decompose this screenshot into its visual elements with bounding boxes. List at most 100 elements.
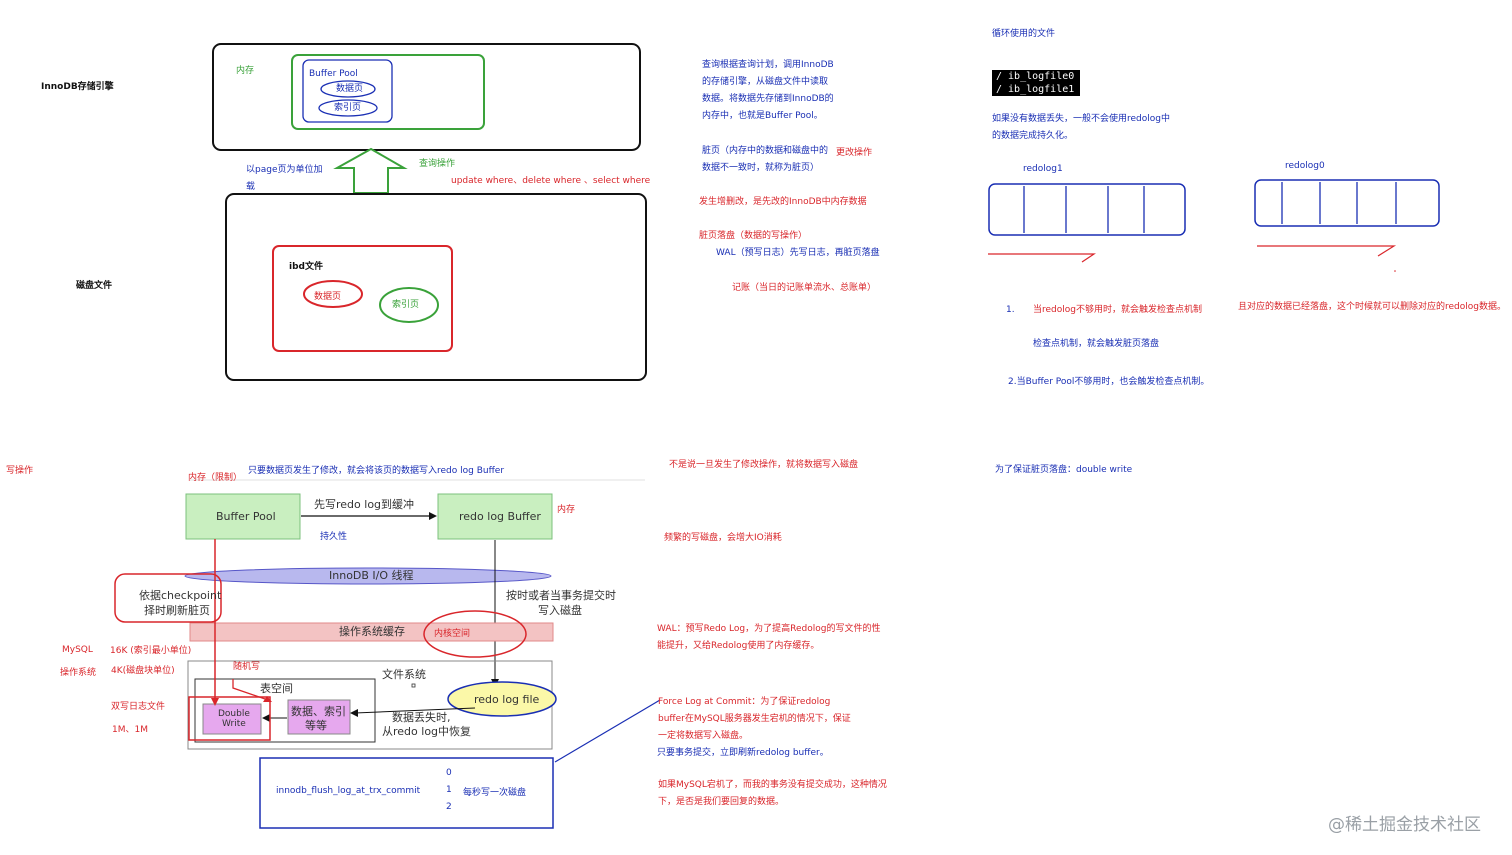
os-unit-label: 4K(磁盘块单位) bbox=[111, 666, 175, 676]
query-flow-line-3: 数据。将数据先存储到InnoDB的 bbox=[702, 94, 834, 104]
disk-data-page-label: 数据页 bbox=[314, 292, 342, 302]
tablespace-label: 表空间 bbox=[260, 682, 293, 695]
flush-param-box bbox=[259, 757, 554, 829]
data-loss-line-1: 数据丢失时, bbox=[392, 711, 451, 724]
crud-note: 发生增删改，是先改的InnoDB中内存数据 bbox=[699, 197, 867, 207]
data-loss-line-2: 从redo log中恢复 bbox=[382, 725, 472, 738]
flush-option-2: 2 bbox=[446, 802, 452, 812]
buffer-pool-text: Buffer Pool bbox=[216, 510, 276, 523]
data-index-box bbox=[287, 699, 351, 735]
index-page-ellipse bbox=[318, 99, 378, 117]
force-log-line-1: Force Log at Commit：为了保证redolog bbox=[658, 697, 831, 707]
random-write-label: 随机写 bbox=[233, 662, 261, 672]
index-page-label: 索引页 bbox=[334, 103, 362, 113]
memory-box bbox=[212, 43, 641, 151]
redo-log-buffer-text: redo log Buffer bbox=[459, 510, 541, 523]
data-page-ellipse bbox=[320, 80, 376, 98]
write-op-label: 写操作 bbox=[6, 466, 34, 476]
tablespace-box bbox=[194, 678, 376, 743]
checkpoint-flush: 检查点机制，就会触发脏页落盘 bbox=[1033, 339, 1160, 349]
commit-line-b: 写入磁盘 bbox=[538, 604, 582, 617]
update-ops-label: update where、delete where 、select where bbox=[451, 176, 651, 186]
redo-log-buffer-box bbox=[437, 493, 553, 540]
os-cache-bar bbox=[189, 622, 554, 642]
query-flow-line-1: 查询根据查询计划，调用InnoDB bbox=[702, 60, 834, 70]
memory-tag: 内存 bbox=[557, 505, 576, 515]
buffer-pool-green-box bbox=[291, 54, 485, 130]
buffer-pool-box bbox=[185, 493, 301, 540]
persist-line-1: 如果没有数据丢失，一般不会使用redolog中 bbox=[992, 114, 1170, 124]
modify-note: 只要数据页发生了修改，就会将该页的数据写入redo log Buffer bbox=[248, 466, 505, 476]
checkpoint-line-b: 择时刷新脏页 bbox=[144, 604, 210, 617]
disk-data-page-ellipse bbox=[303, 280, 363, 308]
frequent-io-note: 频繁的写磁盘，会增大IO消耗 bbox=[664, 533, 782, 543]
double-write-highlight bbox=[188, 696, 271, 741]
redolog0-direction-arrow bbox=[1257, 245, 1397, 257]
double-write-box bbox=[202, 703, 262, 735]
crash-note-line-1: 如果MySQL宕机了，而我的事务没有提交成功，这种情况 bbox=[658, 780, 887, 790]
disk-index-page-label: 索引页 bbox=[392, 300, 420, 310]
redolog0-label: redolog0 bbox=[1285, 161, 1325, 171]
redolog1-direction-arrow bbox=[988, 253, 1096, 263]
ledger-note: 记账（当日的记账单流水、总账单） bbox=[732, 283, 877, 293]
checkpoint-line-2: 2.当Buffer Pool不够用时，也会触发检查点机制。 bbox=[1008, 377, 1210, 387]
redolog0-box bbox=[1254, 179, 1440, 227]
disk-file-label: 磁盘文件 bbox=[76, 281, 113, 291]
force-log-line-2: buffer在MySQL服务器发生宕机的情况下，保证 bbox=[658, 714, 851, 724]
data-page-label: 数据页 bbox=[336, 84, 364, 94]
wal-note-line-1: WAL：预写Redo Log，为了提高Redolog的写文件的性 bbox=[657, 624, 881, 634]
double-write-note: 为了保证脏页落盘：double write bbox=[995, 465, 1133, 475]
wal-line: WAL（预写日志）先写日志，再脏页落盘 bbox=[716, 248, 880, 258]
dirty-page-line-1: 脏页（内存中的数据和磁盘中的 bbox=[702, 146, 829, 156]
flush-title: 脏页落盘（数据的写操作） bbox=[699, 231, 808, 241]
query-op-label: 查询操作 bbox=[419, 159, 456, 169]
double-write-text-2: Write bbox=[222, 719, 246, 729]
not-immediate-note: 不是说一旦发生了修改操作，就将数据写入磁盘 bbox=[669, 460, 859, 470]
persist-line-2: 的数据完成持久化。 bbox=[992, 131, 1074, 141]
per-second-label: 每秒写一次磁盘 bbox=[463, 788, 527, 798]
buffer-pool-label: Buffer Pool bbox=[309, 69, 358, 79]
double-write-text-1: Double bbox=[218, 709, 250, 719]
logfile1-text: / ib_logfile1 bbox=[996, 84, 1075, 95]
disk-index-page-ellipse bbox=[379, 287, 439, 323]
flush-option-0: 0 bbox=[446, 768, 452, 778]
write-redo-first-label: 先写redo log到缓冲 bbox=[314, 498, 415, 511]
os-cache-label: 操作系统缓存 bbox=[339, 625, 405, 638]
redo-log-file-label: redo log file bbox=[474, 693, 540, 706]
mysql-unit-label: 16K (索引最小单位) bbox=[110, 646, 192, 656]
dirty-page-line-2: 数据不一致时，就称为脏页） bbox=[702, 163, 820, 173]
mysql-label: MySQL bbox=[62, 645, 93, 655]
data-index-line-1: 数据、索引 bbox=[291, 705, 346, 718]
load-unit-label: 以page页为单位加 bbox=[246, 165, 323, 175]
io-thread-label: InnoDB I/O 线程 bbox=[329, 569, 414, 582]
durability-label: 持久性 bbox=[320, 532, 348, 542]
memory-label: 内存 bbox=[236, 66, 255, 76]
file-system-label: 文件系统 bbox=[382, 668, 426, 681]
kernel-space-label: 内核空间 bbox=[434, 629, 471, 639]
commit-flush-note: 只要事务提交，立即刷新redolog buffer。 bbox=[657, 748, 829, 758]
checkpoint-line-a: 依据checkpoint bbox=[139, 589, 222, 602]
disk-box bbox=[225, 193, 647, 381]
redo-log-file-ellipse bbox=[447, 681, 557, 717]
query-flow-line-2: 的存储引擎，从磁盘文件中读取 bbox=[702, 77, 829, 87]
crash-note-line-2: 下，是否是我们要回复的数据。 bbox=[658, 797, 785, 807]
checkpoint-line-1-cont: 且对应的数据已经落盘，这个时候就可以删除对应的redolog数据。 bbox=[1238, 302, 1506, 312]
checkpoint-highlight bbox=[114, 573, 222, 623]
cycle-files-label: 循环使用的文件 bbox=[992, 29, 1056, 39]
dw-size-label: 1M、1M bbox=[112, 725, 148, 735]
logfile0-text: / ib_logfile0 bbox=[996, 71, 1075, 82]
checkpoint-num-1: 1. bbox=[1006, 305, 1015, 315]
checkpoint-line-1: 当redolog不够用时，就会触发检查点机制 bbox=[1033, 305, 1202, 315]
data-index-line-2: 等等 bbox=[305, 719, 327, 732]
memory-limited-label: 内存（限制） bbox=[188, 473, 243, 483]
os-label: 操作系统 bbox=[60, 668, 97, 678]
load-up-arrow bbox=[333, 147, 408, 194]
wal-note-line-2: 能提升，又给Redolog使用了内存缓存。 bbox=[657, 641, 820, 651]
buffer-pool-blue-box bbox=[302, 59, 393, 123]
flush-param-label: innodb_flush_log_at_trx_commit bbox=[276, 786, 421, 796]
dw-log-file-label: 双写日志文件 bbox=[111, 702, 166, 712]
load-unit-label-cont: 载 bbox=[246, 182, 256, 192]
logfile-terminal: / ib_logfile0 / ib_logfile1 bbox=[992, 70, 1081, 96]
ibd-file-label: ibd文件 bbox=[289, 262, 323, 272]
